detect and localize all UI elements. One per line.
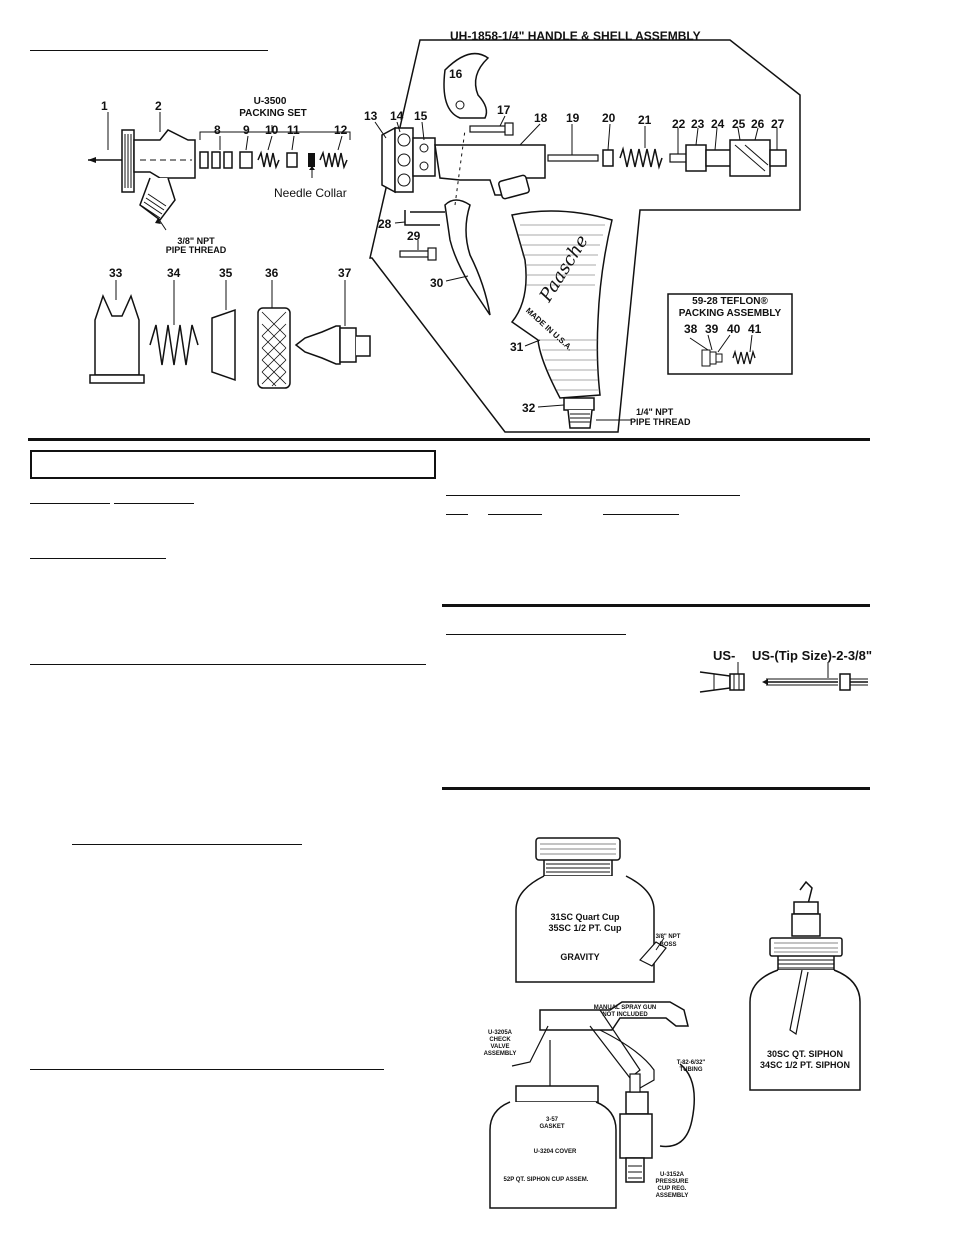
left-heading-underline-4 [72,844,302,845]
gasket-line2: GASKET [539,1124,565,1130]
part-20: 20 [602,111,616,125]
part-14: 14 [390,109,404,123]
left-heading-underline-2 [30,558,166,559]
part-19: 19 [566,111,580,125]
boss-label-line2: BOSS [659,942,677,948]
part-33: 33 [109,266,123,280]
part-32: 32 [522,401,536,415]
cup-illustrations [489,837,861,1209]
tubing-line2: TUBING [679,1067,703,1073]
siphon-cup-line2: 34SC 1/2 PT. SIPHON [759,1060,851,1070]
part-15: 15 [414,109,428,123]
siphon-assembly-label: 52P QT. SIPHON CUP ASSEM. [503,1177,589,1183]
top-left-heading-underline [30,50,268,51]
part-31: 31 [510,340,524,354]
needle-collar-label: Needle Collar [274,186,347,200]
teflon-title-line2: PACKING ASSEMBLY [678,308,782,319]
us-label: US- [713,648,736,663]
part-30: 30 [430,276,444,290]
right-subheading-underline-2 [488,514,542,515]
check-valve-line3: VALVE [490,1044,510,1050]
part-22: 22 [672,117,686,131]
siphon-cup-line1: 30SC QT. SIPHON [766,1049,844,1059]
part-18: 18 [534,111,548,125]
npt-38-label-line1: 3/8" NPT [177,236,215,246]
regulator-line1: U-3152A [659,1172,684,1178]
check-valve-line2: CHECK [489,1037,511,1043]
npt-38-label-line2: PIPE THREAD [165,245,227,255]
left-heading-underline-5 [30,1069,384,1070]
cover-label: U-3204 COVER [533,1149,577,1155]
gravity-label: GRAVITY [560,952,600,962]
manual-gun-line1: MANUAL SPRAY GUN [593,1005,657,1011]
gravity-cup-line1: 31SC Quart Cup [550,912,620,922]
main-divider [28,438,870,441]
tip-illustrations [699,662,868,693]
part-24: 24 [711,117,725,131]
gravity-cup-line2: 35SC 1/2 PT. Cup [548,923,622,933]
npt-14-label-line2: PIPE THREAD [630,417,691,427]
check-valve-line1: U-3205A [487,1030,512,1036]
left-heading-underline-1b [114,503,194,504]
packing-set-title-line1: U-3500 [253,96,287,107]
part-26: 26 [751,117,765,131]
part-17: 17 [497,103,511,117]
part-8: 8 [214,123,221,137]
boss-label-line1: 3/8" NPT [655,934,681,940]
tubing-line1: T-82-6/32" [676,1060,706,1066]
handle-assembly-title: UH-1858-1/4" HANDLE & SHELL ASSEMBLY [450,29,701,43]
packing-set-title-line2: PACKING SET [239,108,307,119]
part-25: 25 [732,117,746,131]
regulator-line2: PRESSURE [655,1179,689,1185]
part-40: 40 [727,322,741,336]
right-heading-underline-2 [446,634,626,635]
part-36: 36 [265,266,279,280]
teflon-title-line1: 59-28 TEFLON® [692,296,768,307]
part-12: 12 [334,123,348,137]
part-16: 16 [449,67,463,81]
right-divider-2 [442,787,870,790]
right-divider-1 [442,604,870,607]
right-subheading-underline-1 [446,514,468,515]
part-37: 37 [338,266,352,280]
check-valve-line4: ASSEMBLY [483,1051,517,1057]
section-header-box [30,450,436,479]
part-35: 35 [219,266,233,280]
part-28: 28 [378,217,392,231]
part-27: 27 [771,117,785,131]
left-heading-underline-1a [30,503,110,504]
part-39: 39 [705,322,719,336]
manual-gun-line2: NOT INCLUDED [602,1012,648,1018]
regulator-line4: ASSEMBLY [655,1193,689,1199]
part-23: 23 [691,117,705,131]
part-11: 11 [287,123,300,137]
part-1: 1 [101,99,108,113]
us-tip-label: US-(Tip Size)-2-3/8" [752,648,873,663]
exploded-parts-diagram [88,39,801,433]
part-41: 41 [748,322,762,336]
left-heading-underline-3 [30,664,426,665]
right-subheading-underline-3 [603,514,679,515]
npt-14-label-line1: 1/4" NPT [636,407,674,417]
part-2: 2 [155,99,162,113]
regulator-line3: CUP REG. [657,1186,687,1192]
part-38: 38 [684,322,698,336]
part-34: 34 [167,266,181,280]
part-9: 9 [243,123,250,137]
part-13: 13 [364,109,378,123]
part-10: 10 [265,123,279,137]
part-29: 29 [407,229,421,243]
right-heading-underline-1 [446,495,740,496]
part-21: 21 [638,113,652,127]
gasket-line1: 3-57 [545,1117,558,1123]
